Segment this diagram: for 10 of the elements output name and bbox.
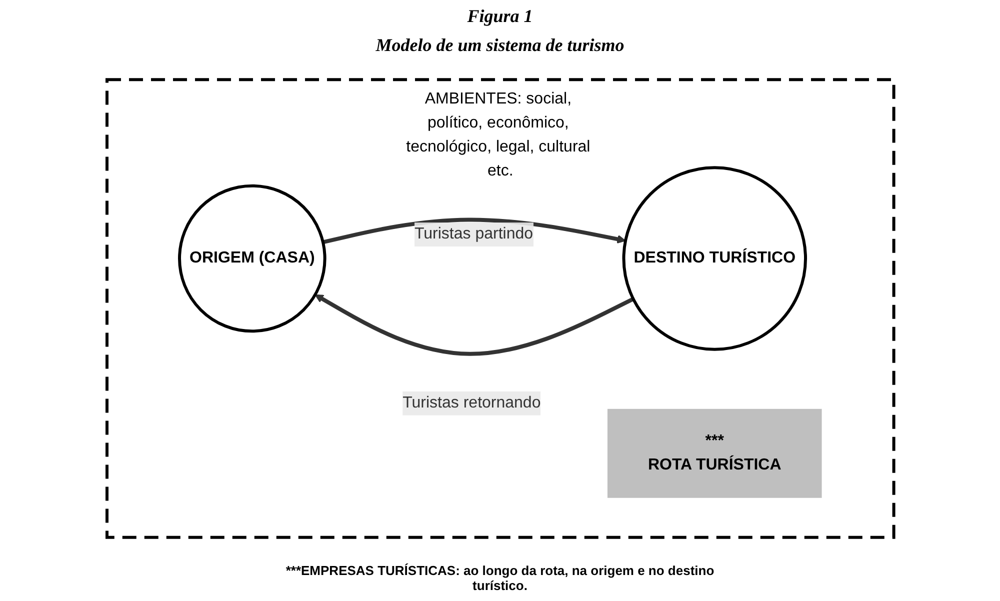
figure-subtitle: Modelo de um sistema de turismo xyxy=(376,35,624,56)
arrow xyxy=(322,218,626,244)
arrow xyxy=(314,294,634,356)
node-circle: ORIGEM (CASA) xyxy=(178,184,326,333)
footnote: ***EMPRESAS TURÍSTICAS: ao longo da rota, na origem e no destino turístico. xyxy=(284,563,716,593)
edge-label: Turistas partindo xyxy=(414,226,533,243)
edge-label: Turistas retornando xyxy=(402,394,540,412)
node-box: *** ROTA TURÍSTICA xyxy=(607,408,822,498)
node-circle: DESTINO TURÍSTICO xyxy=(622,166,807,351)
figure-title: Figura 1 xyxy=(467,6,533,27)
